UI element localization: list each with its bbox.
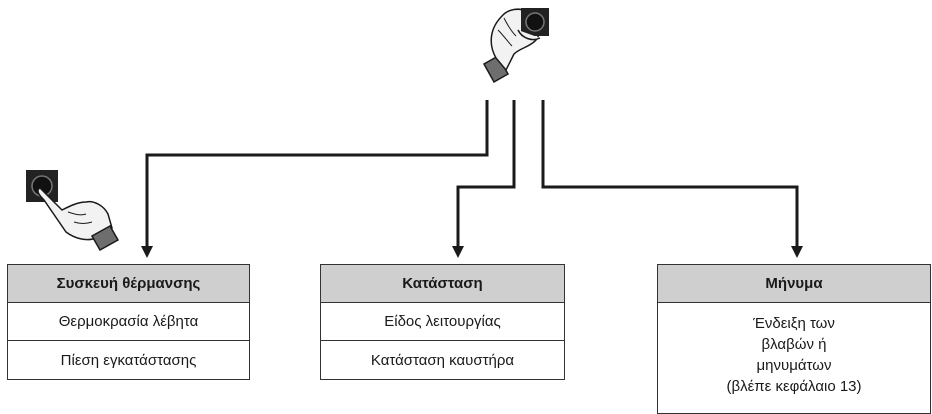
system-pressure-item: Πίεση εγκατάστασης [60,351,197,369]
burner-status-item: Κατάσταση καυστήρα [370,351,515,369]
connector-to-message-box [541,100,803,258]
status-box: Κατάσταση Είδος λειτουργίας Κατάσταση κα… [320,264,565,380]
status-title: Κατάσταση [321,265,564,303]
operation-mode-item: Είδος λειτουργίας [321,303,564,341]
message-line: Ένδειξη των [753,315,835,332]
heating-device-title: Συσκευή θέρμανσης [8,265,249,303]
hand-turning-knob-icon [482,8,549,84]
message-line: βλαβών ή [761,336,827,353]
message-title: Μήνυμα [658,265,930,303]
hand-pressing-button-icon [26,170,120,252]
message-description: Ένδειξη των βλαβών ή μηνυμάτων (βλέπε κε… [658,303,930,397]
boiler-temperature-item: Θερμοκρασία λέβητα [8,303,249,341]
connector-to-heating-box [141,100,489,258]
message-box: Μήνυμα Ένδειξη των βλαβών ή μηνυμάτων (β… [657,264,931,414]
connectors [141,100,803,258]
message-line: (βλέπε κεφάλαιο 13) [726,378,862,395]
connector-to-status-box [452,100,516,258]
message-line: μηνυμάτων [756,357,832,374]
heating-device-box: Συσκευή θέρμανσης Θερμοκρασία λέβητα Πίε… [7,264,250,380]
